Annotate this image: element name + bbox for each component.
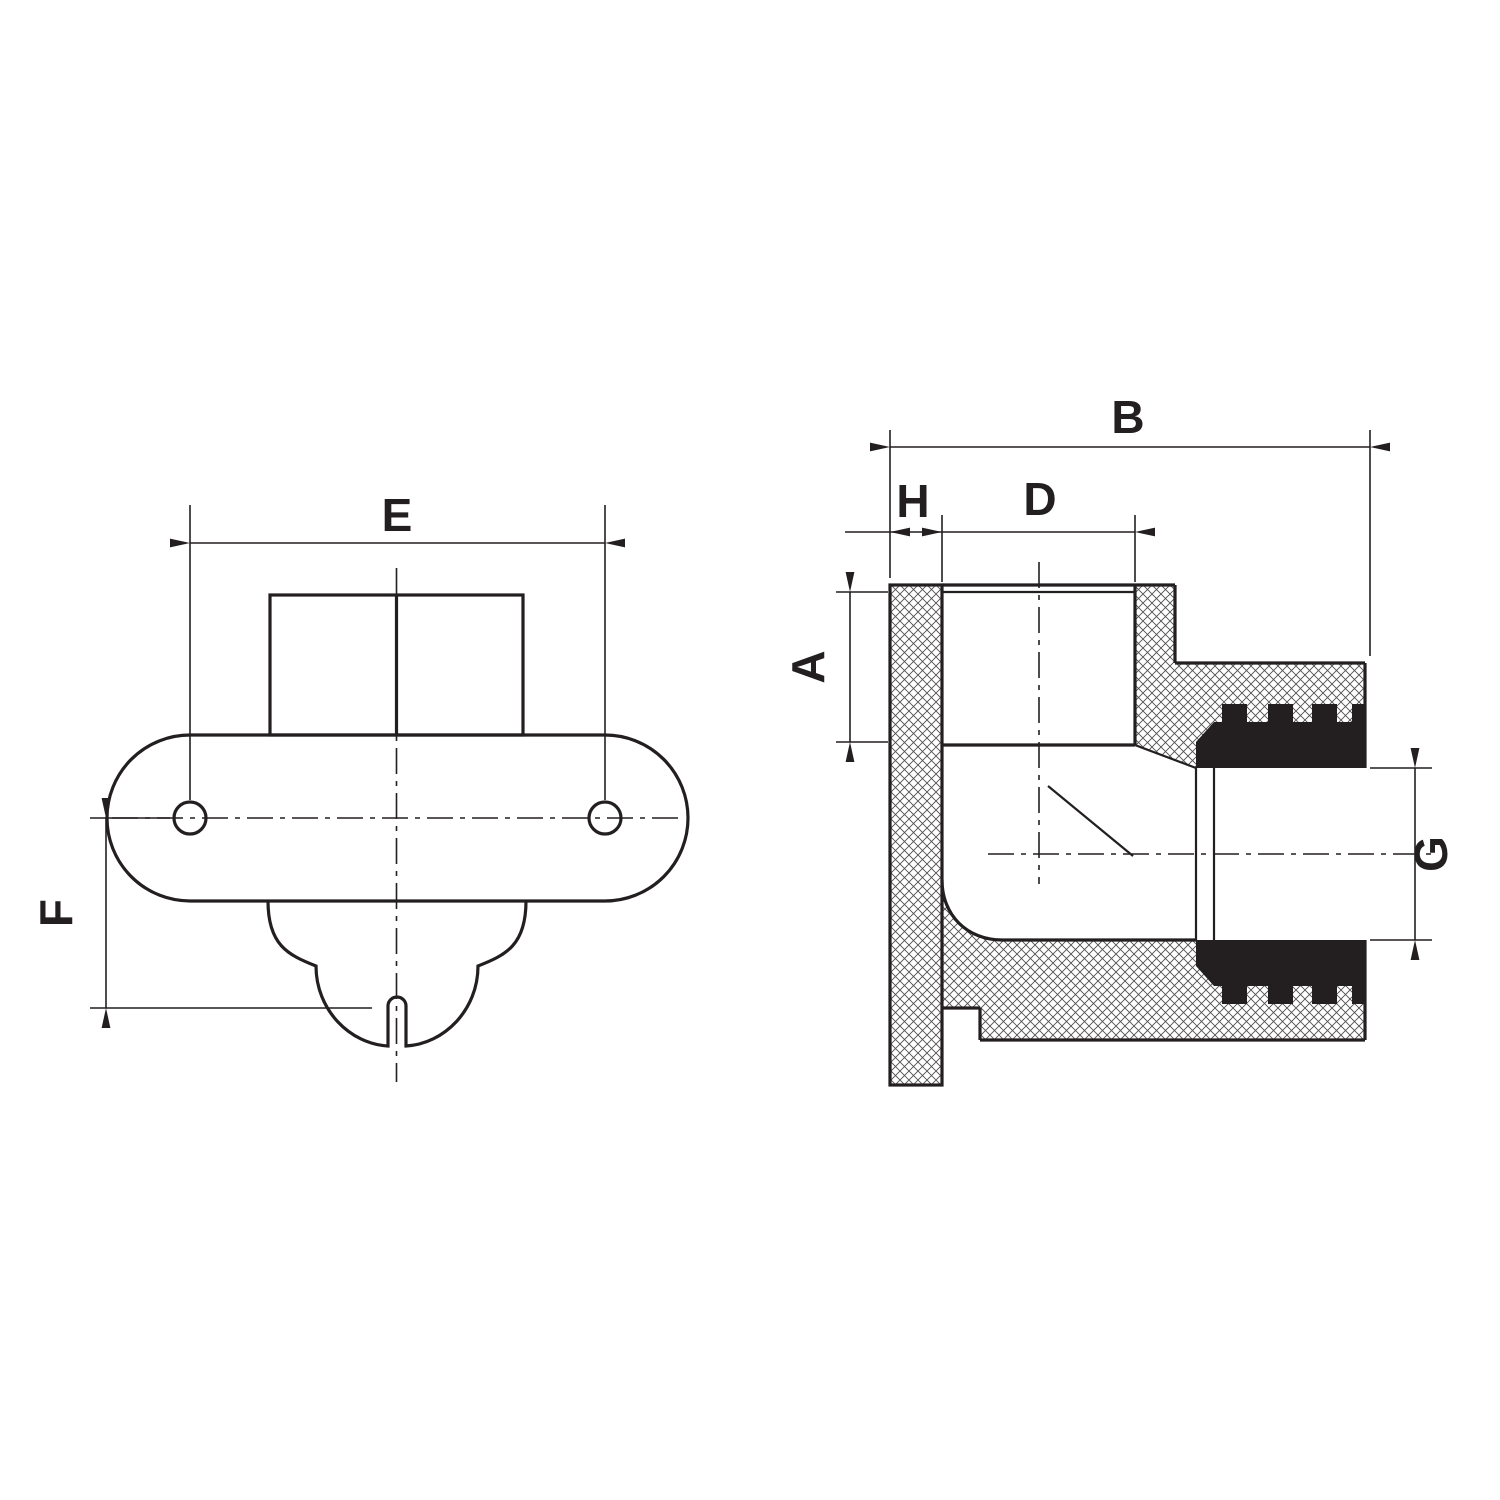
thread-insert-top xyxy=(1196,704,1365,768)
water-channel-bore xyxy=(942,585,1365,940)
dimension-label-d: D xyxy=(1023,473,1056,525)
dimension-f: F xyxy=(30,798,372,1028)
dimension-b: B xyxy=(870,391,1390,656)
wall-section-outline xyxy=(888,583,944,1087)
dimension-label-b: B xyxy=(1111,391,1144,443)
dimension-label-a: A xyxy=(782,650,834,683)
dimension-label-g: G xyxy=(1405,836,1457,872)
dimension-h-d: H D xyxy=(845,473,1155,582)
dimension-e: E xyxy=(170,489,625,800)
dimension-label-f: F xyxy=(30,899,82,927)
corner-edge-diagonal xyxy=(1047,785,1134,857)
bottom-step-notch xyxy=(942,1008,980,1040)
cutout-above-socket xyxy=(1175,585,1365,663)
dimension-g: G xyxy=(1370,748,1457,960)
thread-insert-bottom xyxy=(1196,940,1365,1004)
dimension-label-e: E xyxy=(382,489,413,541)
wall-section-hatch xyxy=(890,585,942,1085)
front-view: E F xyxy=(30,489,690,1082)
bore-chamfer-line xyxy=(1134,743,1197,770)
dimension-a: A xyxy=(782,572,888,762)
dimension-label-h: H xyxy=(896,475,929,527)
section-view: B H D A G xyxy=(782,391,1457,1087)
elbow-inner-corner-arc xyxy=(940,879,1003,942)
mounting-plate xyxy=(105,733,690,903)
